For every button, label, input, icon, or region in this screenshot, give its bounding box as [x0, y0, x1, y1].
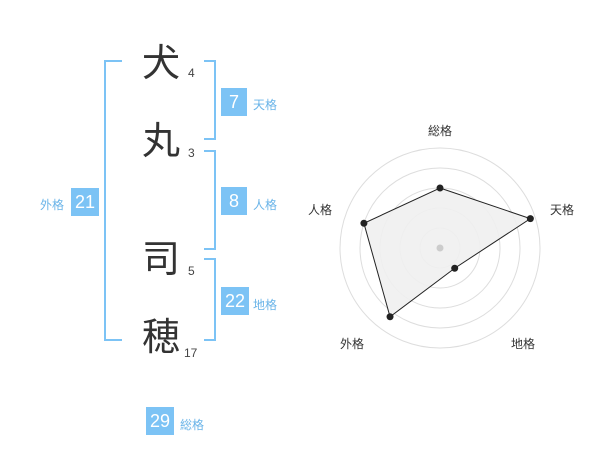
- soukaku-value: 29: [146, 407, 174, 435]
- stroke-count-2: 3: [188, 146, 195, 160]
- name-char-2: 丸: [142, 119, 181, 163]
- chikaku-label: 地格: [253, 298, 278, 312]
- gaikaku-bracket: [104, 60, 122, 341]
- jinkaku-value: 8: [221, 187, 247, 215]
- radar-axis-label-gaikaku: 外格: [340, 337, 365, 351]
- jinkaku-label: 人格: [253, 198, 278, 212]
- tenkaku-bracket: [204, 60, 216, 140]
- radar-point: [451, 264, 459, 272]
- radar-point: [360, 219, 368, 227]
- stroke-count-3: 5: [188, 264, 195, 278]
- chikaku-value: 22: [221, 287, 249, 315]
- radar-point: [386, 313, 394, 321]
- gaikaku-value: 21: [71, 188, 99, 216]
- stroke-count-4: 17: [184, 346, 198, 360]
- radar-axis-label-jinkaku: 人格: [308, 203, 333, 217]
- radar-chart: [339, 147, 541, 349]
- radar-center-dot: [436, 244, 444, 252]
- radar-axis-label-soukaku: 総格: [428, 124, 453, 138]
- radar-point: [436, 184, 444, 192]
- name-char-1: 犬: [142, 41, 181, 85]
- radar-ring: [339, 147, 541, 349]
- stroke-count-1: 4: [188, 66, 195, 80]
- radar-axis-label-tenkaku: 天格: [550, 203, 575, 217]
- radar-axis-label-chikaku: 地格: [511, 337, 536, 351]
- radar-shape: [363, 187, 532, 318]
- tenkaku-label: 天格: [253, 98, 278, 112]
- radar-ring: [359, 167, 521, 329]
- chikaku-bracket: [204, 258, 216, 341]
- tenkaku-value: 7: [221, 88, 247, 116]
- name-char-3: 司: [142, 237, 181, 281]
- jinkaku-bracket: [204, 150, 216, 250]
- soukaku-label: 総格: [180, 418, 205, 432]
- radar-point: [526, 215, 534, 223]
- radar-points: [360, 184, 534, 321]
- name-char-4: 穂: [142, 315, 181, 359]
- gaikaku-label: 外格: [40, 198, 65, 212]
